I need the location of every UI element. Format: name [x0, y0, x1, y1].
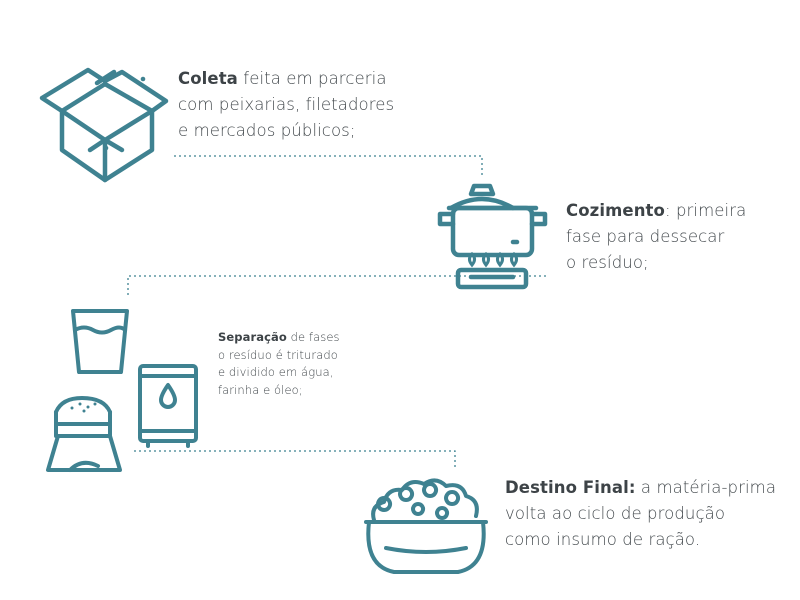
- step-destino-caption: Destino Final: a matéria-prima volta ao …: [505, 475, 785, 553]
- food-bowl-icon: [364, 478, 488, 574]
- step-separacao-caption: Separação de fases o resíduo é triturado…: [218, 329, 378, 399]
- connector-line: [134, 450, 456, 470]
- step-title: Separação: [218, 330, 287, 344]
- step-title: Destino Final:: [505, 478, 636, 497]
- step-text: o resíduo;: [566, 253, 649, 272]
- connector-line: [174, 155, 483, 178]
- step-text: feita em parceria: [243, 69, 387, 88]
- step-text: a matéria-prima: [640, 478, 777, 497]
- step-text: com peixarias, filetadores: [178, 95, 395, 114]
- step-cozimento-caption: Cozimento: primeira fase para dessecar o…: [566, 198, 786, 276]
- flame-icons: [468, 251, 518, 268]
- step-text: fase para dessecar: [566, 227, 725, 246]
- cooking-pot-icon: [437, 183, 548, 290]
- step-text: : primeira: [664, 201, 747, 220]
- step-text: o resíduo é triturado: [218, 347, 338, 362]
- flour-grain-dots: [70, 402, 97, 413]
- step-text: e mercados públicos;: [178, 121, 356, 140]
- box-icon: [39, 67, 169, 183]
- step-text: como insumo de ração.: [505, 530, 701, 549]
- step-text: volta ao ciclo de produção: [505, 504, 726, 523]
- flour-sack-icon: [46, 396, 122, 472]
- step-coleta-caption: Coleta feita em parceria com peixarias, …: [178, 66, 418, 144]
- step-text: farinha e óleo;: [218, 382, 303, 397]
- oil-barrel-icon: [138, 364, 198, 448]
- step-text: e dividido em água,: [218, 365, 334, 379]
- step-title: Coleta: [178, 69, 238, 88]
- water-glass-icon: [71, 309, 129, 374]
- connector-line: [127, 275, 546, 296]
- box-icon-detail: [103, 76, 146, 151]
- step-text: de fases: [290, 330, 340, 344]
- step-title: Cozimento: [566, 201, 665, 220]
